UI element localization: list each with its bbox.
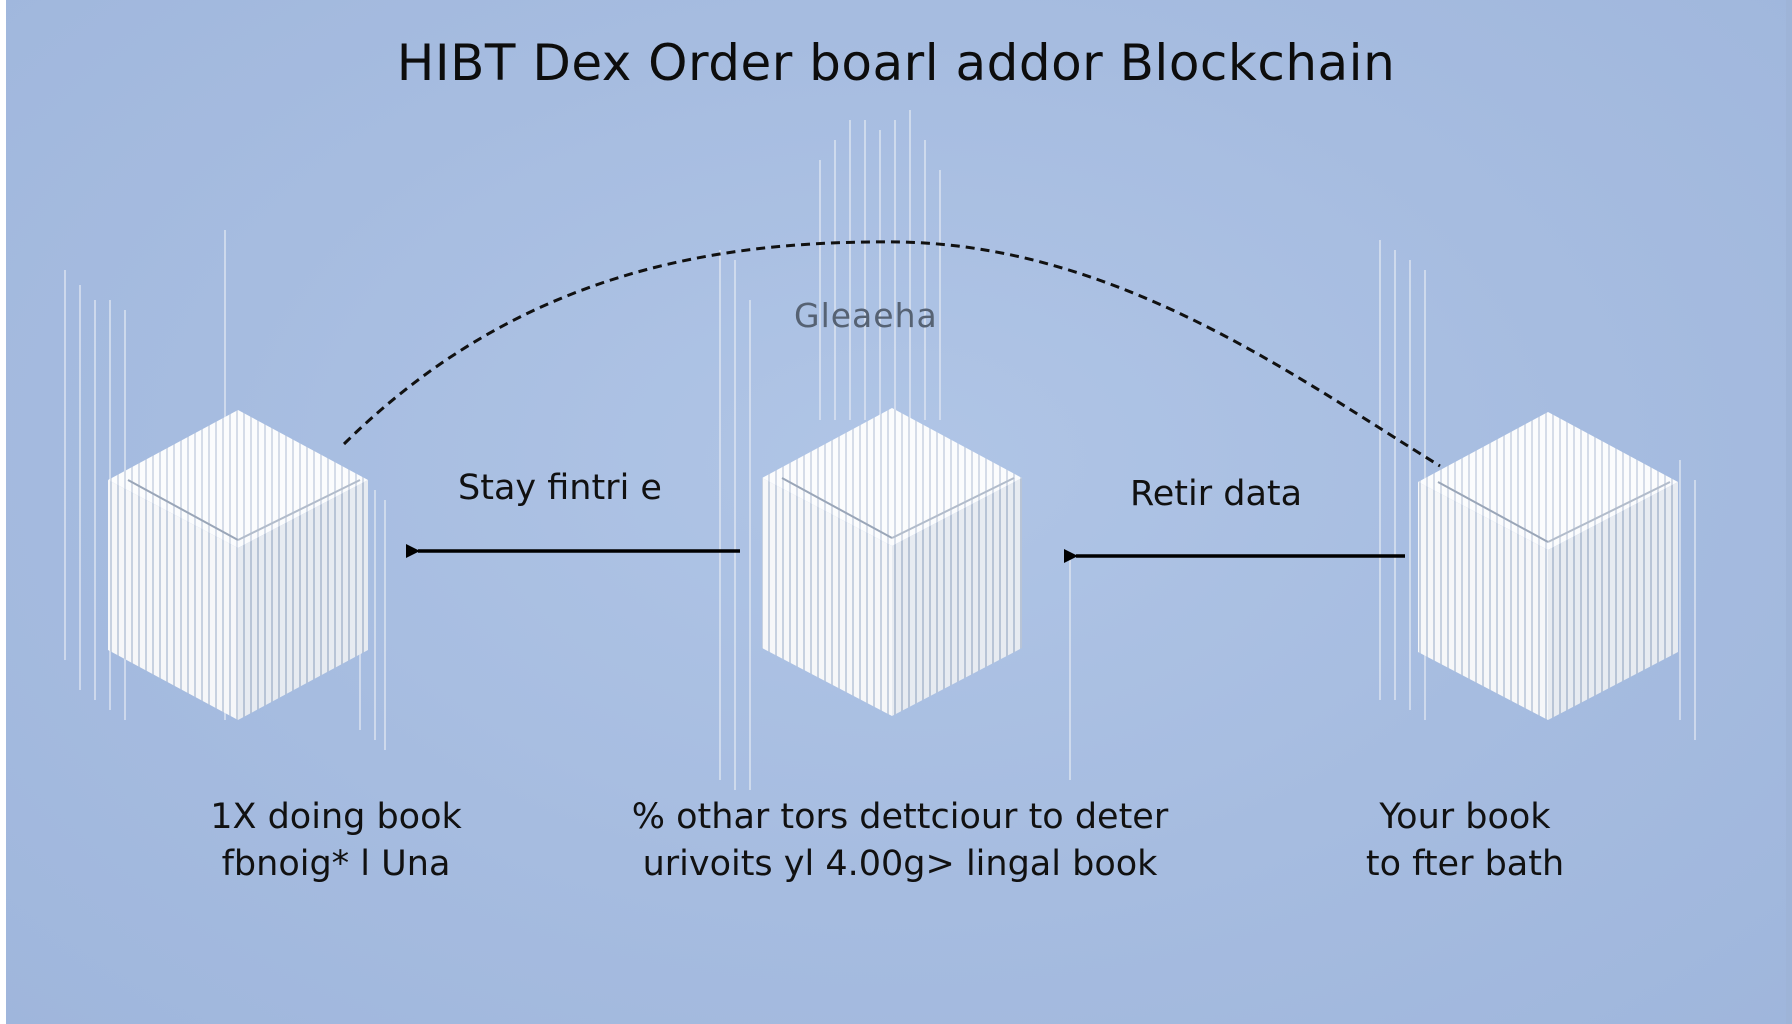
cube-right xyxy=(1418,412,1678,720)
caption-right-line1: Your book xyxy=(1379,797,1551,837)
caption-left-line2: fbnoig* l Una xyxy=(221,844,451,884)
caption-right-line2: to fter bath xyxy=(1365,844,1565,884)
cube-left xyxy=(108,410,368,720)
caption-right: Your book to fter bath xyxy=(1330,794,1600,888)
caption-middle-line2: urivoits yl 4.00g> lingal book xyxy=(642,844,1158,884)
caption-left-line1: 1X doing book xyxy=(210,797,462,837)
diagram-title: HIBT Dex Order boarl addor Blockchain xyxy=(396,34,1396,92)
dashed-connector-arc xyxy=(342,240,1441,468)
left-border xyxy=(0,0,6,1024)
caption-left: 1X doing book fbnoig* l Una xyxy=(176,794,496,888)
caption-middle: % othar tors dettciour to deter urivoits… xyxy=(600,794,1200,888)
cube-middle xyxy=(762,408,1022,716)
arrow-left-label: Stay fintri e xyxy=(458,468,662,508)
arrow-right-label: Retir data xyxy=(1130,474,1303,514)
connector-label: Gleaeha xyxy=(794,296,938,335)
right-border xyxy=(1786,0,1792,1024)
caption-middle-line1: % othar tors dettciour to deter xyxy=(631,797,1169,837)
